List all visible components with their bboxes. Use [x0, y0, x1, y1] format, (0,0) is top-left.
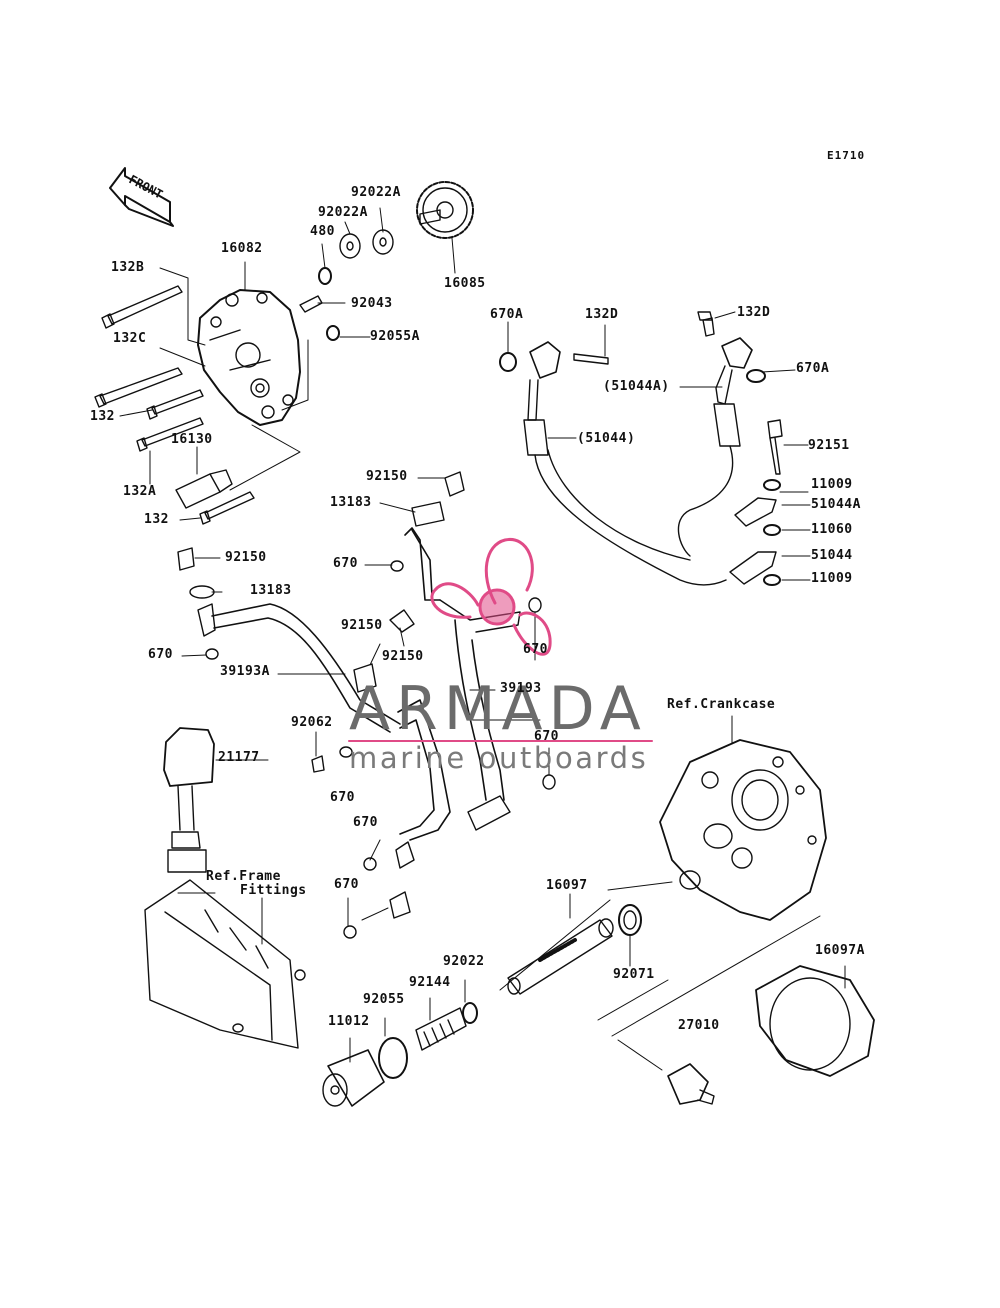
- front-arrow-icon: FRONT: [109, 167, 174, 227]
- diagram-code: E1710: [827, 149, 866, 162]
- oil-pipe-icon: [177, 471, 556, 939]
- part-label: 13183: [330, 495, 372, 510]
- part-label: 480: [310, 224, 335, 239]
- reference-label: Ref.Frame: [206, 869, 281, 884]
- part-label: 92043: [351, 296, 393, 311]
- part-label: 92150: [366, 469, 408, 484]
- part-label: 670: [333, 556, 358, 571]
- pin-icon: [299, 295, 323, 313]
- part-label: 670: [148, 647, 173, 662]
- part-label: 670: [353, 815, 378, 830]
- part-label: 16130: [171, 432, 213, 447]
- oil-hose-icon: [499, 311, 783, 586]
- part-label: 132D: [585, 307, 619, 322]
- part-label: 92150: [382, 649, 424, 664]
- reference-label: Ref.Crankcase: [667, 697, 776, 712]
- part-label: 92151: [808, 438, 850, 453]
- part-label: 13183: [250, 583, 292, 598]
- part-label: 132C: [113, 331, 147, 346]
- watermark-title: ARMADA: [349, 674, 647, 744]
- watermark-subtitle: marine outboards: [349, 741, 649, 775]
- part-label: 16085: [444, 276, 486, 291]
- part-label: 51044: [811, 548, 853, 563]
- part-label: 16082: [221, 241, 263, 256]
- part-label: 92055A: [370, 329, 420, 344]
- part-label: 39193: [500, 681, 542, 696]
- oil-screen-icon: [499, 881, 673, 995]
- part-label: 92022: [443, 954, 485, 969]
- part-label: 16097A: [815, 943, 865, 958]
- part-label: 132B: [111, 260, 145, 275]
- part-label: 92144: [409, 975, 451, 990]
- crankcase-icon: [659, 715, 827, 921]
- part-label: 132: [144, 512, 169, 527]
- part-label: 92022A: [318, 205, 368, 220]
- part-label: 132A: [123, 484, 157, 499]
- oil-filter-icon: [755, 965, 875, 1077]
- armada-logo-icon: [430, 538, 552, 656]
- oil-pump-gear-icon: [416, 181, 474, 239]
- part-label: 132: [90, 409, 115, 424]
- part-label: 92150: [225, 550, 267, 565]
- part-label: 11060: [811, 522, 853, 537]
- part-label: 11009: [811, 477, 853, 492]
- o-ring-icon: [326, 325, 340, 341]
- reference-label: Fittings: [240, 883, 307, 898]
- bolt-icon: [94, 285, 255, 525]
- part-label: 21177: [218, 750, 260, 765]
- part-label: 11009: [811, 571, 853, 586]
- part-label: (51044A): [603, 379, 670, 394]
- frame-icon: [144, 879, 306, 1049]
- part-label: (51044): [577, 431, 636, 446]
- part-label: 92062: [291, 715, 333, 730]
- oil-pressure-switch-icon: [163, 727, 269, 873]
- oil-pump-body-icon: [197, 289, 301, 426]
- part-label: 92071: [613, 967, 655, 982]
- part-label: 92150: [341, 618, 383, 633]
- leader-lines: [119, 207, 456, 521]
- part-label: 39193A: [220, 664, 270, 679]
- part-label: 670A: [490, 307, 524, 322]
- part-label: 132D: [737, 305, 771, 320]
- part-label: 16097: [546, 878, 588, 893]
- part-label: 51044A: [811, 497, 861, 512]
- gasket-icon: [618, 904, 642, 967]
- leader-lines-middle: [181, 477, 550, 927]
- relief-valve-icon: [322, 979, 478, 1107]
- part-label: 670A: [796, 361, 830, 376]
- part-label: 670: [334, 877, 359, 892]
- leader-lines-right: [507, 311, 811, 581]
- part-label: 92022A: [351, 185, 401, 200]
- part-label: 670: [523, 642, 548, 657]
- part-label: 27010: [678, 1018, 720, 1033]
- part-label: 670: [330, 790, 355, 805]
- washer-icon: [339, 229, 394, 259]
- part-label: 11012: [328, 1014, 370, 1029]
- oil-pump-shaft-icon: [175, 469, 233, 509]
- part-label: 92055: [363, 992, 405, 1007]
- circlip-icon: [318, 267, 332, 285]
- part-label: 670: [534, 729, 559, 744]
- oil-pressure-sensor-icon: [597, 915, 821, 1105]
